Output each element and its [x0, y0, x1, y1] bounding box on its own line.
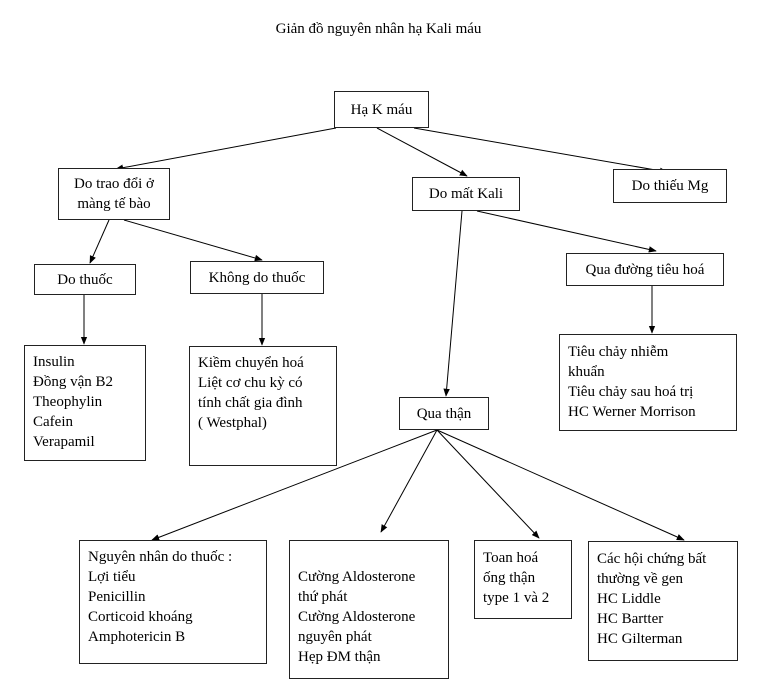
diagram-title: Giản đồ nguyên nhân hạ Kali máu	[275, 21, 482, 37]
nondrug-list-item: Kiềm chuyển hoá	[198, 355, 304, 371]
aldo-item: Hẹp ĐM thận	[298, 649, 381, 665]
node-mg: Do thiếu Mg	[613, 169, 727, 203]
arrow-renal-aldo	[380, 429, 438, 533]
node-renal-label: Qua thận	[416, 405, 472, 422]
node-drug: Do thuốc	[34, 264, 136, 295]
arrow-root-loss	[376, 127, 468, 177]
renal-drugs-item: Lợi tiểu	[88, 569, 136, 585]
node-loss-label: Do mất Kali	[428, 186, 504, 202]
node-aldo: Cường Aldosterone thứ phát Cường Aldoste…	[289, 540, 449, 679]
drug-list-item: Insulin	[33, 354, 75, 370]
nondrug-list-item: Liệt cơ chu kỳ có	[198, 375, 303, 391]
gi-list-item: khuẩn	[568, 364, 605, 380]
genetic-item: HC Gilterman	[597, 631, 683, 647]
gi-list-item: HC Werner Morrison	[568, 404, 696, 420]
node-root-label: Hạ K máu	[350, 101, 413, 118]
node-nondrug-label: Không do thuốc	[208, 269, 306, 286]
aldo-item: Cường Aldosterone	[298, 609, 416, 625]
node-gi-list: Tiêu chảy nhiễm khuẩn Tiêu chảy sau hoá …	[559, 334, 737, 431]
node-root: Hạ K máu	[334, 91, 429, 128]
node-drug-list: Insulin Đồng vận B2 Theophylin Cafein Ve…	[24, 345, 146, 461]
arrow-loss-gi	[476, 210, 657, 253]
node-mg-label: Do thiếu Mg	[631, 178, 709, 194]
drug-list-item: Cafein	[33, 414, 73, 430]
nondrug-list-item: tính chất gia đình	[198, 395, 303, 411]
renal-drugs-item: Amphotericin B	[88, 629, 186, 645]
node-rta: Toan hoá ống thận type 1 và 2	[474, 540, 572, 619]
arrow-root-mg	[413, 127, 668, 174]
gi-list-item: Tiêu chảy sau hoá trị	[568, 384, 694, 400]
renal-drugs-item: Nguyên nhân do thuốc :	[88, 549, 233, 565]
node-exchange-line-1: Do trao đổi ở	[73, 176, 154, 192]
node-loss: Do mất Kali	[412, 177, 520, 211]
genetic-item: thường về gen	[597, 571, 684, 587]
aldo-item: thứ phát	[298, 589, 348, 605]
genetic-item: Các hội chứng bất	[597, 551, 707, 567]
aldo-item: nguyên phát	[298, 629, 372, 645]
node-exchange-line-2: màng tế bào	[77, 196, 151, 212]
arrow-exchange-nondrug	[123, 219, 263, 262]
node-exchange: Do trao đổi ở màng tế bào	[58, 168, 170, 220]
node-gi: Qua đường tiêu hoá	[566, 253, 724, 286]
genetic-item: HC Liddle	[597, 591, 661, 607]
aldo-item: Cường Aldosterone	[298, 569, 416, 585]
node-renal-drugs: Nguyên nhân do thuốc : Lợi tiểu Penicill…	[79, 540, 267, 664]
node-renal: Qua thận	[399, 397, 489, 430]
node-drug-label: Do thuốc	[57, 271, 113, 288]
arrow-renal-genetic	[436, 429, 685, 541]
drug-list-item: Verapamil	[33, 434, 95, 450]
node-nondrug: Không do thuốc	[190, 261, 324, 294]
arrow-exchange-drug	[89, 219, 110, 264]
node-genetic: Các hội chứng bất thường về gen HC Liddl…	[588, 541, 738, 661]
arrow-renal-drugs	[151, 429, 438, 541]
arrow-root-exchange	[115, 127, 337, 171]
arrow-loss-renal	[443, 210, 463, 397]
drug-list-item: Theophylin	[33, 394, 103, 410]
arrow-renal-rta	[436, 429, 540, 539]
genetic-item: HC Bartter	[597, 611, 664, 627]
gi-list-item: Tiêu chảy nhiễm	[568, 344, 669, 360]
nondrug-list-item: ( Westphal)	[198, 415, 267, 431]
renal-drugs-item: Penicillin	[88, 589, 146, 605]
rta-item: Toan hoá	[483, 550, 539, 566]
node-gi-label: Qua đường tiêu hoá	[585, 261, 705, 278]
node-nondrug-list: Kiềm chuyển hoá Liệt cơ chu kỳ có tính c…	[189, 346, 337, 466]
drug-list-item: Đồng vận B2	[33, 374, 113, 390]
renal-drugs-item: Corticoid khoáng	[88, 609, 193, 625]
rta-item: type 1 và 2	[483, 590, 550, 606]
rta-item: ống thận	[483, 570, 536, 586]
